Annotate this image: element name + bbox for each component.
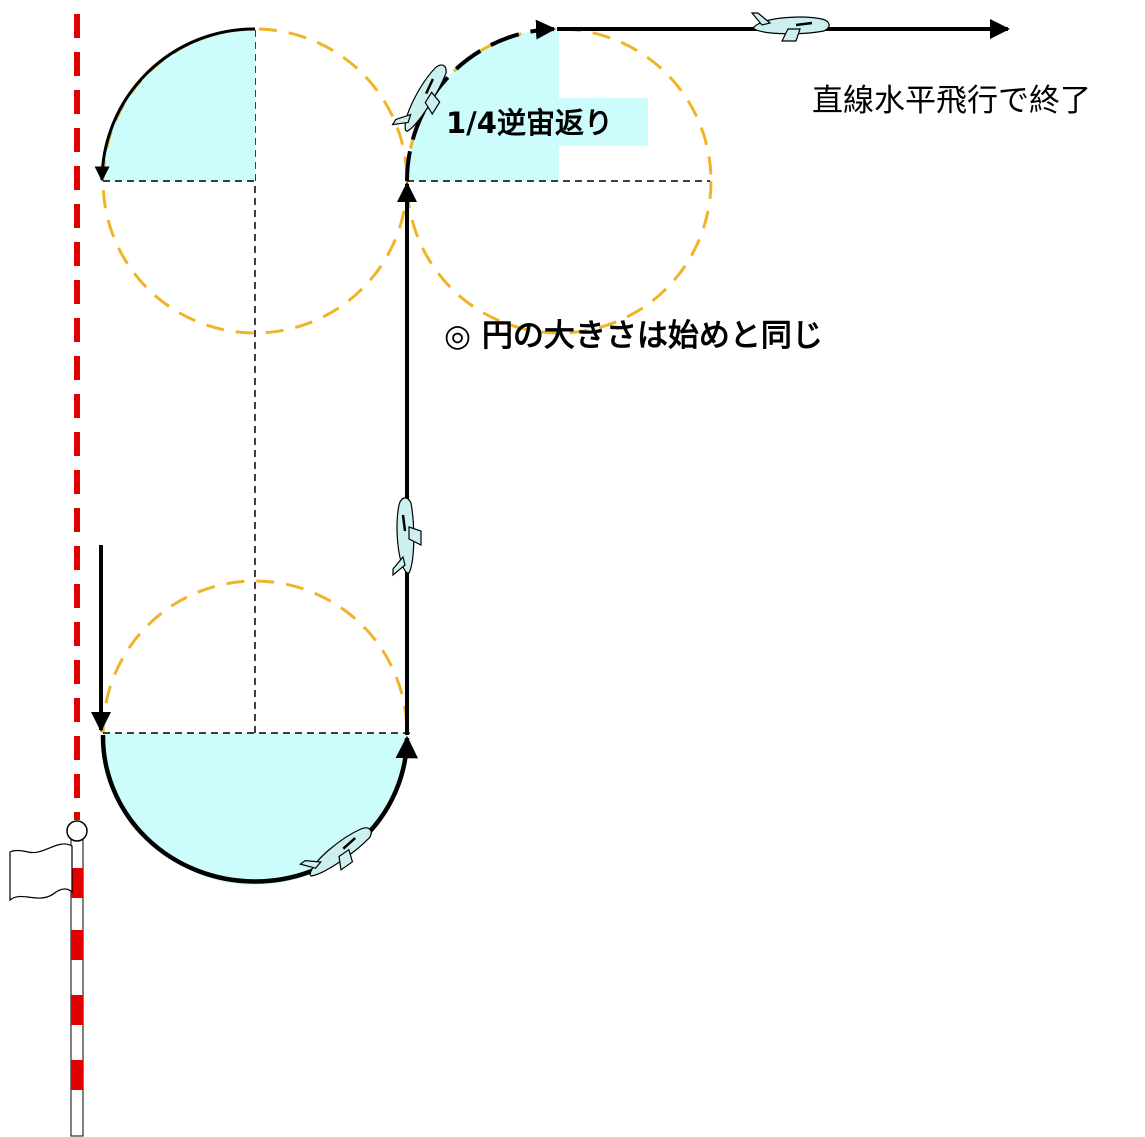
quarter-inverted-loop-label-bg xyxy=(444,98,648,146)
circle-size-note: ◎ 円の大きさは始めと同じ xyxy=(444,318,823,354)
top-right-guide-circle xyxy=(405,27,713,335)
flag-icon xyxy=(9,843,73,902)
end-note: 直線水平飛行で終了 xyxy=(812,83,1091,119)
airplane-icon xyxy=(392,497,422,577)
half-loop-path xyxy=(100,734,418,884)
airplane-icon xyxy=(391,64,447,133)
reference-arc-path xyxy=(94,27,256,182)
striped-pole-icon xyxy=(66,820,88,1137)
airplane-icon xyxy=(298,827,372,877)
quarter-inverted-loop-label: 1/4逆宙返り xyxy=(446,106,613,140)
airplane-icon xyxy=(750,12,830,42)
bottom-loop-fill xyxy=(103,733,407,885)
bottom-loop-guide-circle xyxy=(101,579,409,734)
top-left-quadrant-fill xyxy=(103,29,255,181)
